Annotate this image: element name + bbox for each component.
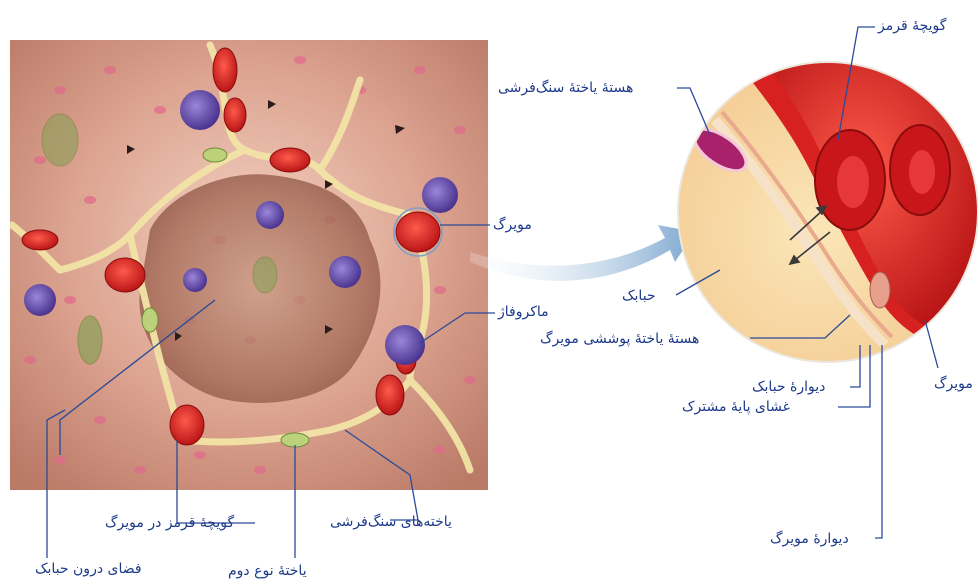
label-alveolus: حبابک <box>622 287 656 305</box>
label-red-cell-top: گویچهٔ قرمز <box>878 17 946 35</box>
label-red-cell-in-capillary: گویچهٔ قرمز در مویرگ <box>105 514 234 532</box>
label-type2-cell: یاختهٔ نوع دوم <box>228 562 307 580</box>
label-alveolar-space: فضای درون حبابک <box>35 560 142 578</box>
label-squamous-nucleus: هستهٔ یاختهٔ سنگ‌فرشی <box>498 79 633 97</box>
label-capillary-right: مویرگ <box>934 375 973 393</box>
label-squamous-cells: یاخته‌های سنگ‌فرشی <box>330 513 452 531</box>
label-capillary-wall: دیوارهٔ مویرگ <box>770 530 849 548</box>
label-endothelial-nucleus: هستهٔ یاختهٔ پوششی مویرگ <box>540 330 699 348</box>
label-macrophage: ماکروفاژ <box>498 303 549 321</box>
label-shared-basement-membrane: غشای پایهٔ مشترک <box>682 398 790 416</box>
label-alveolar-wall: دیوارهٔ حبابک <box>752 378 825 396</box>
label-capillary-left: مویرگ <box>493 216 532 234</box>
tissue-panel <box>10 40 488 490</box>
